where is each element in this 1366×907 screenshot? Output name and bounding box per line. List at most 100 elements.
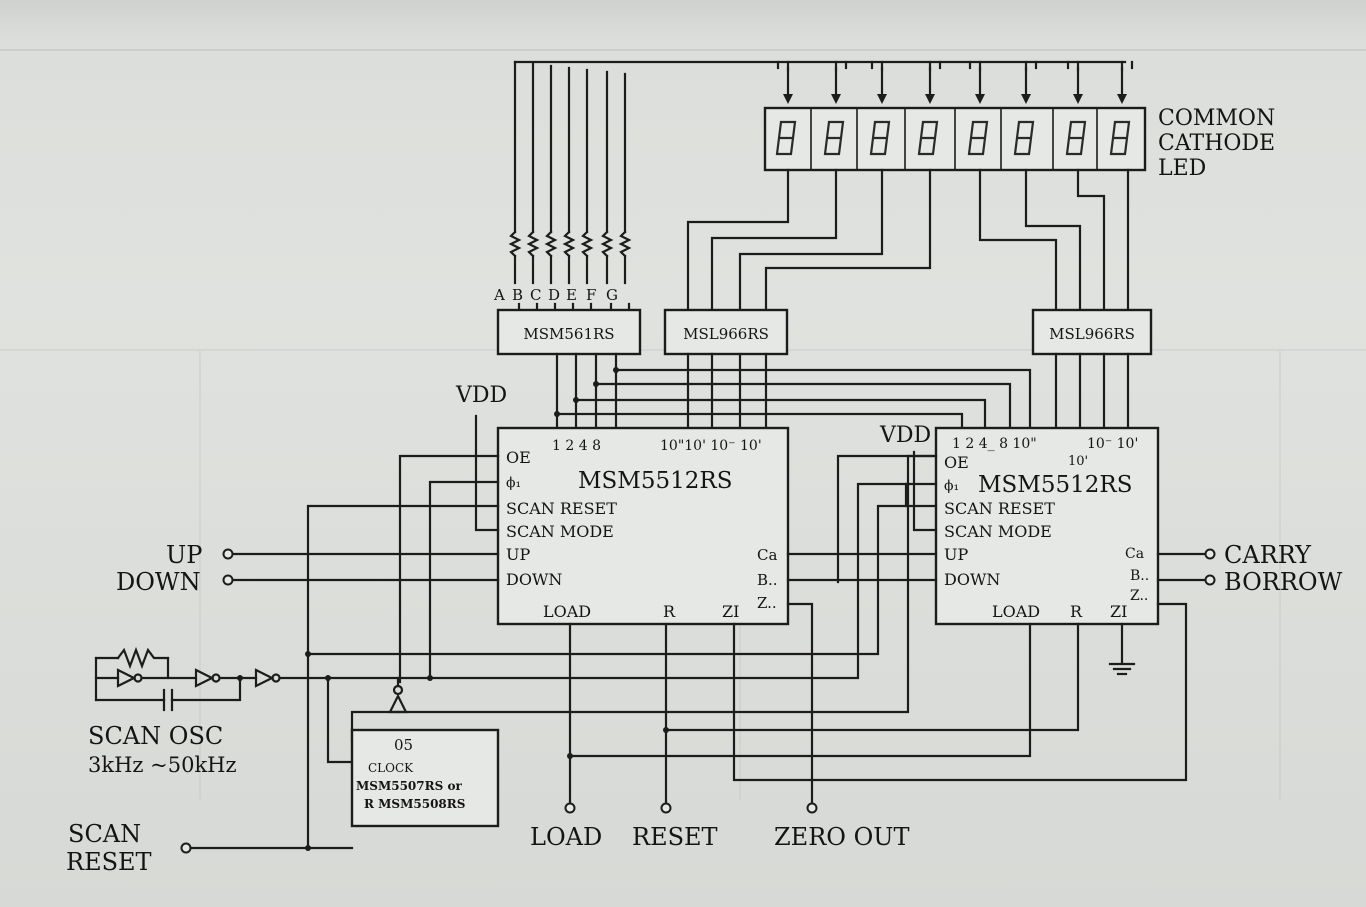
vdd-label-right: VDD [879, 423, 931, 448]
control-wiring [188, 414, 1208, 851]
digit-select-wires [686, 168, 1130, 312]
led-digit [1052, 108, 1087, 170]
counter-right-pin-scan-mode: SCAN MODE [944, 522, 1052, 541]
counter-left-pin-up: UP [506, 545, 530, 564]
segment-line [508, 60, 522, 312]
segment-label-e: E [566, 286, 577, 304]
counter-right-pin-load: LOAD [992, 602, 1040, 621]
led-digit [1096, 108, 1131, 170]
driver-right-ic-label: MSL966RS [1049, 325, 1135, 343]
clock-ic-pin: 05 [394, 736, 413, 754]
counter-left-pin-b: B.. [757, 571, 778, 589]
digit-select-arrow [968, 60, 985, 104]
segment-label-d: D [548, 286, 560, 304]
counter-right-pin-10: 10' [1068, 454, 1088, 469]
segment-bus [508, 60, 1134, 312]
input-scan-reset-line2: RESET [66, 848, 152, 876]
led-digit [856, 108, 891, 170]
segment-label-c: C [530, 286, 541, 304]
digit-select-arrow [870, 60, 887, 104]
segment-line [618, 72, 632, 312]
counter-left-pin-down: DOWN [506, 570, 562, 589]
decoder-ic-label: MSM561RS [523, 325, 614, 343]
clock-ic-title: CLOCK [368, 761, 414, 775]
input-up-label: UP [166, 541, 202, 569]
clock-ic-line1: MSM5507RS or [356, 779, 462, 793]
counter-left-pin-scan-mode: SCAN MODE [506, 522, 614, 541]
output-borrow-label: BORROW [1224, 568, 1343, 596]
terminals [180, 548, 1216, 854]
segment-label-a: A [493, 286, 505, 304]
counter-left-bcd-pins: 1 2 4 8 [552, 438, 601, 454]
counter-right-pin-r: R [1070, 602, 1083, 621]
counter-right-pin-up: UP [944, 545, 968, 564]
counter-right-pin-scan-reset: SCAN RESET [944, 499, 1055, 518]
led-label-line3: LED [1158, 156, 1206, 181]
input-down-label: DOWN [116, 568, 201, 596]
counter-left-decade-pins: 10"10' 10⁻ 10' [660, 438, 762, 454]
led-digit [810, 108, 845, 170]
counter-right-decade-pins: 10⁻ 10' [1087, 436, 1138, 452]
counter-right-pin-z: Z.. [1130, 588, 1148, 604]
counter-right-pin-ca: Ca [1125, 546, 1144, 562]
segment-label-g: G [606, 286, 618, 304]
counter-left-pin-ca: Ca [757, 546, 777, 564]
counter-right-title: MSM5512RS [978, 472, 1132, 498]
clock-ic: 05 CLOCK MSM5507RS or R MSM5508RS [350, 728, 500, 828]
digit-select-arrow [1117, 60, 1134, 104]
segment-line [580, 68, 594, 312]
digit-select-arrow [831, 60, 848, 104]
led-digit [904, 108, 939, 170]
counter-right-pin-b: B.. [1130, 568, 1149, 584]
vdd-label-left: VDD [455, 383, 507, 408]
led-digit [1000, 108, 1035, 170]
data-bus [554, 352, 1130, 432]
counter-right-bcd-pins: 1 2 4_ 8 10" [952, 436, 1037, 452]
counter-left-pin-load: LOAD [543, 602, 591, 621]
counter-left-pin-z: Z.. [757, 594, 777, 612]
segment-label-b: B [512, 286, 523, 304]
input-scan-reset-line1: SCAN [68, 820, 141, 848]
counter-left-pin-oe: OE [506, 448, 531, 467]
output-zero-out-label: ZERO OUT [774, 823, 909, 851]
oscillator-range: 3kHz ~50kHz [88, 753, 237, 777]
output-load-label: LOAD [530, 823, 602, 851]
led-digit [775, 120, 797, 156]
clock-ic-line2: R MSM5508RS [364, 797, 465, 811]
counter-left-pin-r: R [663, 602, 676, 621]
scan-oscillator [94, 646, 408, 714]
driver-right-ic: MSL966RS [1031, 308, 1153, 356]
segment-line [562, 66, 576, 312]
segment-line [600, 70, 614, 312]
segment-labels: A B C D E F G [493, 286, 618, 304]
counter-right-pin-phi: ϕ₁ [944, 478, 959, 494]
counter-right-pin-zi: ZI [1110, 602, 1127, 621]
segment-line [544, 64, 558, 312]
led-display [763, 106, 1147, 172]
digit-select-arrow [925, 60, 942, 104]
counter-left-pin-scan-reset: SCAN RESET [506, 499, 617, 518]
digit-select-arrow [1021, 60, 1038, 104]
digit-select-arrow [776, 60, 793, 104]
counter-left-pin-phi: ϕ₁ [506, 475, 521, 491]
counter-right-ic: 1 2 4_ 8 10" 10⁻ 10' 10' MSM5512RS OE ϕ₁… [934, 426, 1160, 626]
oscillator-label: SCAN OSC [88, 722, 223, 750]
output-reset-label: RESET [632, 823, 718, 851]
counter-left-title: MSM5512RS [578, 468, 732, 494]
output-carry-label: CARRY [1224, 541, 1312, 569]
led-label-line2: CATHODE [1158, 131, 1275, 156]
segment-line [526, 62, 540, 312]
counter-right-pin-oe: OE [944, 453, 969, 472]
decoder-ic: MSM561RS [496, 308, 642, 356]
driver-left-ic-label: MSL966RS [683, 325, 769, 343]
counter-left-pin-zi: ZI [722, 602, 739, 621]
counter-right-pin-down: DOWN [944, 570, 1000, 589]
digit-select-arrow [1066, 60, 1083, 104]
segment-label-f: F [586, 286, 596, 304]
counter-left-ic: 1 2 4 8 10"10' 10⁻ 10' MSM5512RS OE ϕ₁ S… [496, 426, 790, 626]
led-label-line1: COMMON [1158, 106, 1275, 131]
driver-left-ic: MSL966RS [663, 308, 789, 356]
led-digit [954, 108, 989, 170]
